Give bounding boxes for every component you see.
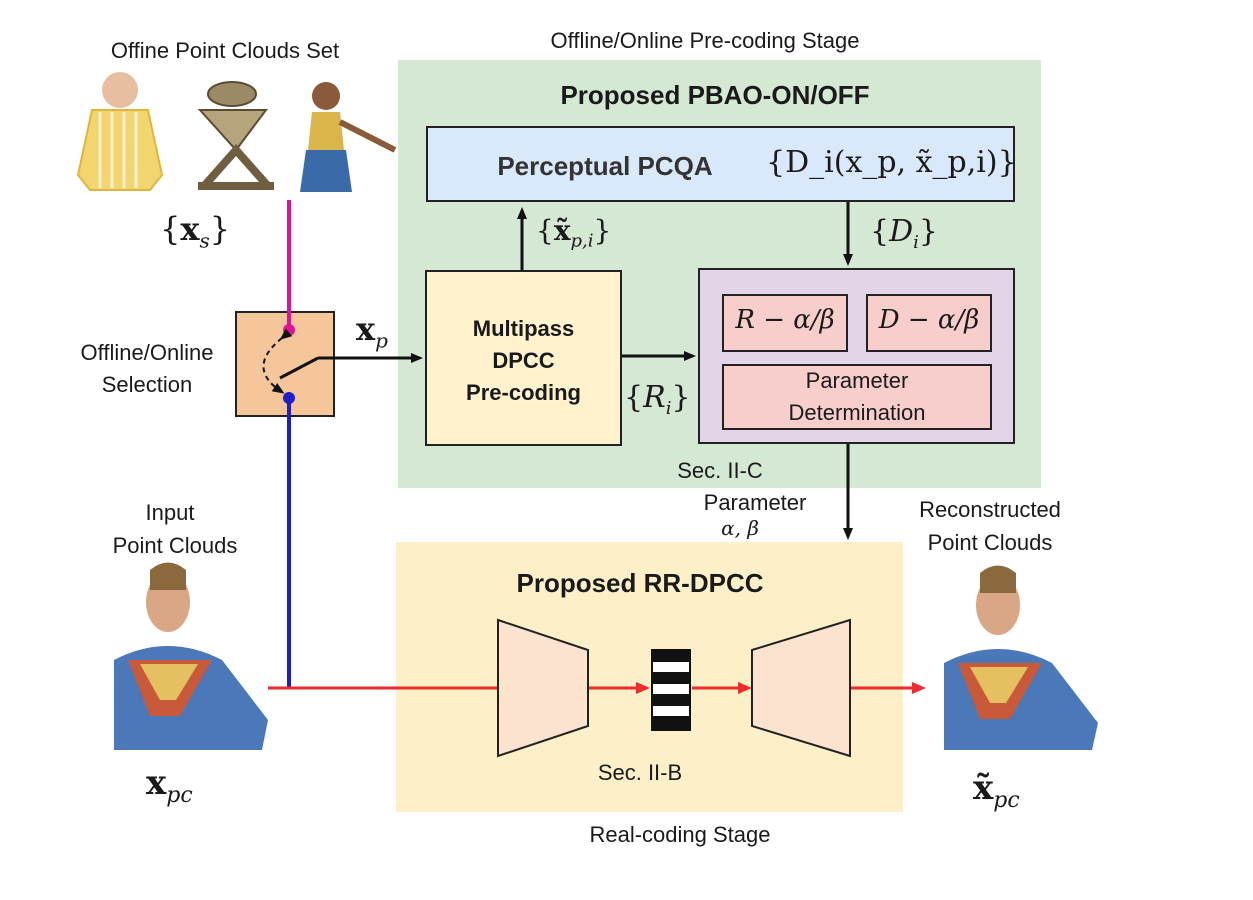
input-label-line1: Input: [145, 500, 195, 525]
input-point-cloud-figure: [114, 562, 268, 750]
realcoding-stage-label: Real-coding Stage: [589, 822, 771, 847]
d-alpha-beta-box: [866, 294, 992, 352]
r-alpha-beta-box: [722, 294, 848, 352]
perceptual-pcqa-box: [426, 126, 1015, 202]
offline-figure-statue: [197, 81, 274, 190]
switch-toggle-arc: [262, 328, 293, 394]
parameter-determination-box: [722, 364, 992, 430]
xp-label: xp: [356, 310, 388, 353]
multipass-line3: Pre-coding: [466, 380, 581, 405]
input-label-line2: Point Clouds: [112, 533, 238, 558]
xpc-label: xpc: [146, 763, 193, 808]
parameter-label: Parameter: [703, 490, 807, 515]
precoding-stage-label: Offline/Online Pre-coding Stage: [550, 28, 860, 53]
offline-set-title: Offine Point Clouds Set: [110, 38, 340, 63]
offline-figure-man: [76, 72, 164, 191]
encoder-trapezoid: [497, 618, 589, 758]
sec-2c-label: Sec. II-C: [677, 458, 763, 483]
offline-figure-dancer: [300, 82, 397, 192]
multipass-line1: Multipass: [472, 316, 575, 341]
decoder-trapezoid: [751, 618, 851, 758]
offline-input-dot: [283, 324, 295, 336]
xs-set-label: {xs}: [160, 210, 231, 253]
selection-label-line2: Selection: [101, 372, 193, 397]
sec-2b-label: Sec. II-B: [597, 760, 683, 785]
r-alpha-beta-label: R − α/β: [735, 305, 835, 335]
multipass-line2: DPCC: [492, 348, 555, 373]
pcqa-distortion-formula: {D_i(x_p, x̃_p,i)}: [766, 145, 1017, 180]
switch-lever: [279, 356, 319, 380]
multipass-dpcc-box: [425, 270, 622, 446]
reconstructed-label-line2: Point Clouds: [927, 530, 1053, 555]
reconstructed-point-cloud-figure: [944, 565, 1098, 750]
ri-label: {Ri}: [624, 380, 691, 419]
d-alpha-beta-label: D − α/β: [878, 305, 980, 335]
parameter-determination-line2: Determination: [788, 400, 926, 425]
reconstructed-label-line1: Reconstructed: [919, 497, 1061, 522]
rr-dpcc-title: Proposed RR-DPCC: [516, 568, 764, 598]
di-label: {Di}: [870, 214, 939, 253]
parameter-determination-line1: Parameter: [805, 368, 909, 393]
xtilde-pi-label: {x̃p,i}: [536, 214, 612, 252]
xtilde-pc-label: x̃pc: [973, 768, 1020, 813]
online-input-dot: [283, 392, 295, 404]
selection-label-line1: Offline/Online: [80, 340, 214, 365]
alpha-beta-label: α, β: [721, 516, 759, 540]
latent-bottleneck: [651, 649, 691, 731]
pbao-title: Proposed PBAO-ON/OFF: [560, 80, 870, 110]
pcqa-math-text: {D_i(x_p, x̃_p,i)}: [766, 145, 1017, 180]
perceptual-pcqa-label: Perceptual PCQA: [497, 151, 713, 181]
